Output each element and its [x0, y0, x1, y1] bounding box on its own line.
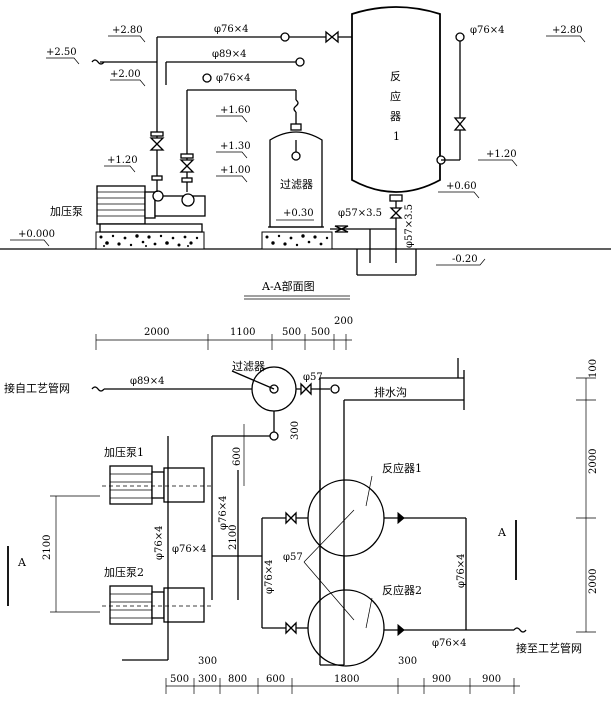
outlet-label: 接至工艺管网	[516, 641, 582, 655]
right-dim: 100	[588, 359, 599, 378]
pipe-label: φ76×4	[172, 544, 206, 555]
filter-plan-label: 过滤器	[232, 360, 265, 373]
side-dim: 600	[232, 447, 243, 466]
pipe-label: φ57×3.5	[404, 204, 415, 248]
bottom-dim: 800	[228, 674, 247, 685]
bottom-dim: 300	[198, 674, 217, 685]
pipe-label: φ89×4	[212, 49, 246, 60]
filter-foundation-hatch	[265, 234, 329, 247]
filter-plan: 过滤器	[231, 360, 297, 441]
elevation-markers: +2.80 +2.50 +2.00 +1.60 +1.30 +1.00 +1.2…	[10, 25, 586, 266]
bottom-dim: 900	[482, 674, 501, 685]
section-mark: A	[17, 556, 27, 569]
dim-label: 2000	[144, 327, 169, 338]
elev-label: +2.80	[112, 25, 143, 36]
elevation-section: +2.80 +2.50 +2.00 +1.60 +1.30 +1.00 +1.2…	[0, 6, 611, 276]
pump2-label: 加压泵2	[104, 566, 144, 579]
right-dim: 2000	[588, 569, 599, 594]
pipe-label: φ57	[283, 552, 303, 563]
drain-label: 排水沟	[374, 385, 407, 399]
elev-label: +2.00	[110, 69, 141, 80]
reactor2-label: 反应器2	[382, 583, 422, 597]
pipe-label: φ76×4	[214, 24, 248, 35]
side-dim: 2100	[228, 525, 239, 550]
dim-label: 200	[334, 316, 353, 327]
reactor-label-char: 1	[393, 130, 400, 143]
pipe-label: φ76×4	[264, 560, 275, 594]
elev-label: +0.60	[446, 181, 477, 192]
right-dim: 2000	[588, 449, 599, 474]
elev-label: -0.20	[452, 254, 478, 265]
plan-section: A-A部面图 2000 1100 500 500 200 过滤器	[4, 279, 599, 694]
filter-label: 过滤器	[280, 178, 313, 191]
bottom-dim: 600	[266, 674, 285, 685]
pipe-label: φ76×4	[470, 25, 504, 36]
pipe-label: φ76×4	[216, 73, 250, 84]
reactor-label-char: 应	[390, 89, 401, 103]
elev-label: +1.20	[486, 149, 517, 160]
elev-label: +1.60	[220, 105, 251, 116]
elev-label: +0.000	[18, 229, 55, 240]
pump1-label: 加压泵1	[104, 446, 144, 459]
pump-label: 加压泵	[50, 205, 83, 218]
elev-label: +1.00	[220, 165, 251, 176]
elev-label: +1.30	[220, 141, 251, 152]
pipe-label: φ89×4	[130, 376, 164, 387]
pipe-label: φ76×4	[218, 496, 229, 530]
bottom-dimension-line: 300 300 500 300 800 600 1800 900 900	[165, 656, 520, 694]
section-mark: A	[497, 526, 507, 539]
side-dim: 300	[290, 421, 301, 440]
side-dim: 2100	[42, 535, 53, 560]
pump-2-plan: 加压泵2	[102, 566, 212, 625]
elev-label: +1.20	[107, 155, 138, 166]
filter-foundation	[261, 231, 333, 250]
reactor1-label: 反应器1	[382, 461, 422, 475]
section-title: A-A部面图	[261, 279, 315, 293]
pump-1-plan: 加压泵1	[102, 446, 212, 505]
pipe-label: φ76×4	[154, 526, 165, 560]
bottom-dim: 500	[170, 674, 189, 685]
dim-label: 500	[311, 327, 330, 338]
valve-pump-2	[179, 153, 195, 173]
bottom-dim-upper: 300	[198, 656, 217, 667]
elev-label: +0.30	[283, 208, 314, 219]
valve-pump-1	[149, 131, 165, 151]
reactor-2-plan: 反应器2	[307, 583, 422, 667]
elev-label: +2.80	[552, 25, 583, 36]
reactor-1-plan: 反应器1	[307, 461, 422, 557]
drain-pit	[356, 229, 417, 276]
elev-label: +2.50	[46, 47, 77, 58]
pipe-label: φ57	[303, 372, 323, 383]
dim-label: 1100	[230, 327, 255, 338]
inlet-label: 接自工艺管网	[4, 381, 70, 395]
pipe-label: φ76×4	[456, 554, 467, 588]
pump-elevation	[96, 185, 206, 233]
dim-label: 500	[282, 327, 301, 338]
reactor-label-char: 器	[390, 110, 401, 123]
top-dimension-line: 2000 1100 500 500 200	[95, 316, 353, 350]
filter-vessel	[268, 123, 324, 228]
pipe-label: φ76×4	[432, 638, 466, 649]
pipe-label: φ57×3.5	[338, 208, 382, 219]
pump-foundation-hatch	[99, 234, 199, 247]
bottom-dim: 1800	[334, 674, 359, 685]
bottom-dim: 900	[432, 674, 451, 685]
reactor-1-vessel	[330, 6, 446, 235]
bottom-dim-upper: 300	[398, 656, 417, 667]
reactor-label-char: 反	[390, 70, 401, 83]
